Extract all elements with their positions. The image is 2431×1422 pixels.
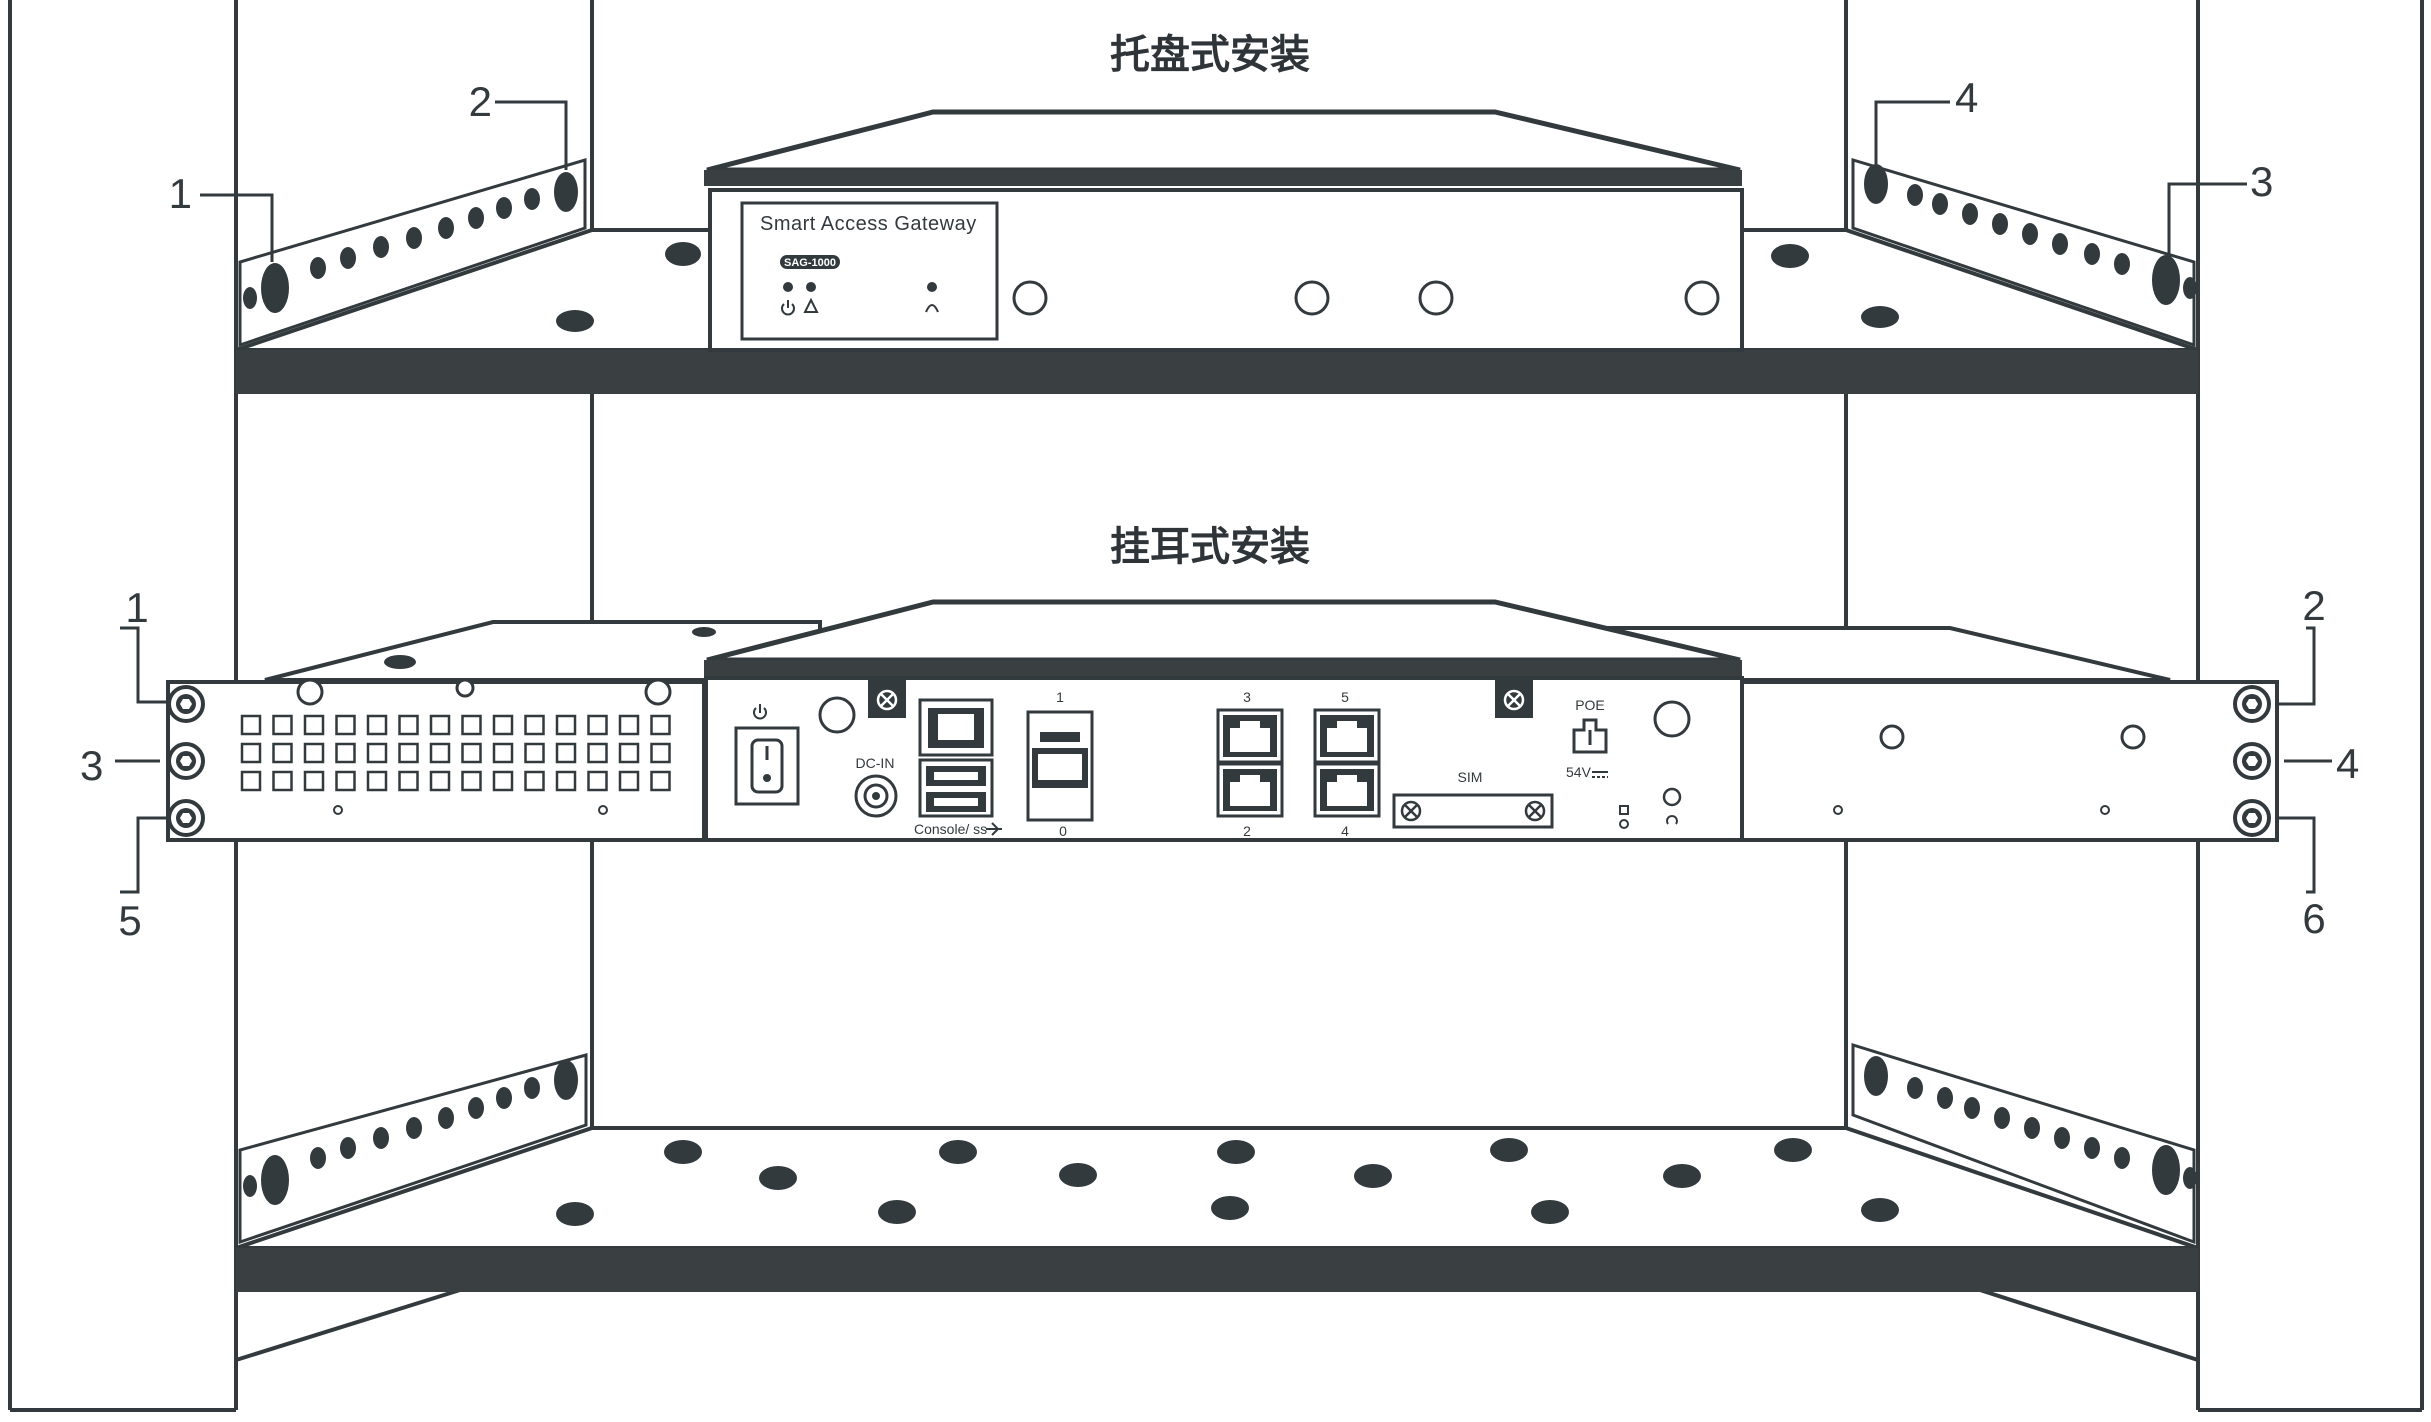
power-switch (734, 704, 800, 806)
rack-screw (167, 685, 205, 723)
usb-icon (986, 822, 1002, 836)
vent-slot (492, 714, 514, 736)
callouts-top (200, 100, 2247, 262)
rail-holes-bottom (243, 1056, 2197, 1226)
port-label-3: 3 (1243, 689, 1251, 705)
vent-slot (272, 714, 293, 736)
gateway-device-front: Smart Access Gateway SAG-1000 (704, 109, 1744, 352)
vent-slot (240, 742, 262, 764)
vent-slot (618, 770, 640, 792)
front-knobs (1012, 280, 1720, 316)
rj45-port (1216, 708, 1284, 764)
rack-screw (167, 799, 205, 837)
rail-holes-top (243, 164, 2197, 332)
callout-bottom-1: 1 (125, 584, 148, 631)
title-ear-install: 挂耳式安装 (1110, 524, 1310, 570)
warning-icon (803, 297, 819, 313)
callout-bottom-2: 2 (2302, 582, 2325, 629)
vent-slot (650, 714, 671, 736)
title-tray-install: 托盘式安装 (1110, 32, 1310, 78)
vent-slot (618, 714, 640, 736)
vent-slot (524, 742, 545, 764)
vent-slot (398, 770, 419, 792)
port-label-1: 1 (1056, 689, 1064, 705)
vent-slot (461, 714, 482, 736)
rj45-port (1313, 708, 1381, 764)
vent-slot (587, 742, 608, 764)
vent-slot (429, 742, 451, 764)
vent-slot (650, 742, 671, 764)
callout-bottom-6: 6 (2302, 895, 2325, 942)
vent-slot (618, 742, 640, 764)
vent-slot (555, 714, 577, 736)
vent-slot (555, 770, 577, 792)
rj45-ports (1216, 708, 1381, 818)
vent-slot (272, 742, 293, 764)
console-label: Console/ ss (914, 821, 987, 837)
callout-top-4: 4 (1955, 74, 1978, 121)
reset-icon (1666, 815, 1678, 825)
callout-bottom-4: 4 (2336, 740, 2359, 787)
power-icon (781, 300, 795, 316)
vent-slot (492, 770, 514, 792)
vent-slot (398, 742, 419, 764)
rack-screw (2233, 685, 2271, 723)
vent-slot (524, 770, 545, 792)
rack-screw (2233, 742, 2271, 780)
device-model: SAG-1000 (784, 257, 836, 269)
callout-top-2: 2 (469, 78, 492, 125)
rj45-port (1216, 762, 1284, 818)
vent-slot (555, 742, 577, 764)
callouts-bottom (115, 626, 2332, 894)
port-label-0: 0 (1059, 823, 1067, 839)
vent-grid (240, 714, 671, 792)
rack-screw (2233, 799, 2271, 837)
vent-slot (240, 770, 262, 792)
vent-slot (240, 714, 262, 736)
poe-label: POE (1575, 697, 1605, 713)
rack-screw (167, 742, 205, 780)
dc-in-label: DC-IN (856, 755, 895, 771)
rj45-port (1313, 762, 1381, 818)
cloud-icon (925, 304, 939, 313)
vent-slot (366, 770, 388, 792)
vent-slot (335, 714, 356, 736)
vent-slot (398, 714, 419, 736)
vent-slot (429, 770, 451, 792)
vent-slot (587, 770, 608, 792)
callout-bottom-5: 5 (118, 897, 141, 944)
vent-slot (366, 714, 388, 736)
vent-slot (587, 714, 608, 736)
vent-slot (303, 770, 325, 792)
port-label-4: 4 (1341, 823, 1349, 839)
vent-slot (335, 742, 356, 764)
vent-slot (272, 770, 293, 792)
vent-slot (461, 770, 482, 792)
vent-slot (650, 770, 671, 792)
ear-mount-assembly: DC-IN Console/ ss 1 0 3 2 5 4 SIM (166, 599, 2279, 842)
vent-slot (303, 742, 325, 764)
vent-slot (524, 714, 545, 736)
port-label-2: 2 (1243, 823, 1251, 839)
sim-label: SIM (1458, 769, 1483, 785)
vent-slot (303, 714, 325, 736)
device-brand: Smart Access Gateway (760, 213, 977, 235)
voltage-label: 54V (1566, 764, 1592, 780)
vent-slot (492, 742, 514, 764)
callout-top-1: 1 (169, 170, 192, 217)
callout-top-3: 3 (2250, 158, 2273, 205)
vent-slot (366, 742, 388, 764)
port-label-5: 5 (1341, 689, 1349, 705)
vent-slot (335, 770, 356, 792)
callout-bottom-3: 3 (80, 742, 103, 789)
vent-slot (429, 714, 451, 736)
bottom-shelf (235, 1042, 2199, 1292)
screw-icon (167, 685, 2271, 837)
vent-slot (461, 742, 482, 764)
